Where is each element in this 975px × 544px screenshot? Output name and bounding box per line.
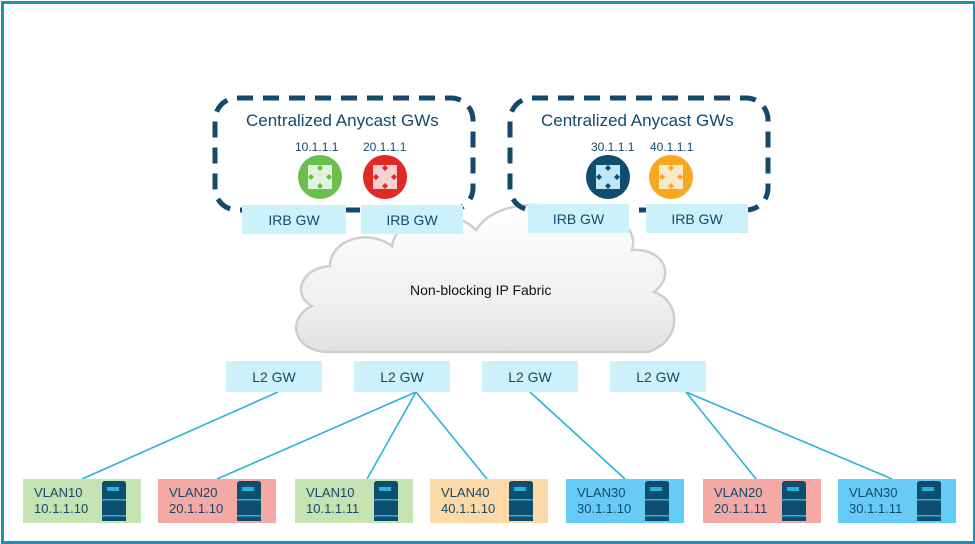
server-icon <box>509 481 533 521</box>
link-line <box>216 391 417 480</box>
irb-gw-label: IRB GW <box>242 205 346 234</box>
l2-gw-label: L2 GW <box>226 361 322 392</box>
link-line <box>415 391 488 480</box>
host-ip: 40.1.1.10 <box>441 501 496 516</box>
router-icon[interactable] <box>298 155 342 199</box>
router-arrows-icon <box>596 165 620 189</box>
l2-gw-label: L2 GW <box>482 361 578 392</box>
gateway-ip: 40.1.1.1 <box>650 140 694 154</box>
host-vlan: VLAN10 <box>34 485 83 500</box>
server-icon <box>917 481 941 521</box>
host-vlan: VLAN10 <box>306 485 355 500</box>
l2-gw-label: L2 GW <box>610 361 706 392</box>
gateway-ip: 30.1.1.1 <box>591 140 635 154</box>
host-ip: 20.1.1.11 <box>714 501 768 516</box>
host-ip: 30.1.1.11 <box>849 501 903 516</box>
host-ip: 30.1.1.10 <box>577 501 632 516</box>
link-line <box>81 391 279 480</box>
host-vlan: VLAN30 <box>577 485 626 500</box>
server-icon <box>374 481 398 521</box>
ip-fabric-label: Non-blocking IP Fabric <box>410 282 552 298</box>
router-icon[interactable] <box>586 155 630 199</box>
irb-gw-label: IRB GW <box>646 204 748 233</box>
group-title: Centralized Anycast GWs <box>541 111 734 130</box>
server-icon <box>782 481 806 521</box>
irb-gw-label: IRB GW <box>361 205 463 234</box>
server-icon <box>645 481 669 521</box>
gateway-ip: 10.1.1.1 <box>295 140 339 154</box>
links-layer <box>81 391 893 480</box>
router-icon[interactable] <box>363 155 407 199</box>
router-icon[interactable] <box>649 155 693 199</box>
server-icon <box>102 481 126 521</box>
gateway-ip: 20.1.1.1 <box>363 140 407 154</box>
router-arrows-icon <box>373 165 397 189</box>
ip-fabric-cloud <box>295 203 676 354</box>
host-ip: 20.1.1.10 <box>169 501 224 516</box>
host-ip: 10.1.1.11 <box>306 501 360 516</box>
host-ip: 10.1.1.10 <box>34 501 89 516</box>
router-arrows-icon <box>659 165 683 189</box>
host-vlan: VLAN30 <box>849 485 898 500</box>
l2-gw-label: L2 GW <box>354 361 450 392</box>
anycast-group-box-2 <box>507 95 771 213</box>
link-line <box>685 391 893 480</box>
link-line <box>366 391 417 480</box>
host-vlan: VLAN20 <box>714 485 763 500</box>
irb-gw-label: IRB GW <box>528 204 629 233</box>
server-icon <box>237 481 261 521</box>
link-line <box>529 391 626 480</box>
link-line <box>685 391 757 480</box>
host-vlan: VLAN20 <box>169 485 218 500</box>
group-title: Centralized Anycast GWs <box>246 111 439 130</box>
router-arrows-icon <box>308 165 332 189</box>
host-vlan: VLAN40 <box>441 485 490 500</box>
